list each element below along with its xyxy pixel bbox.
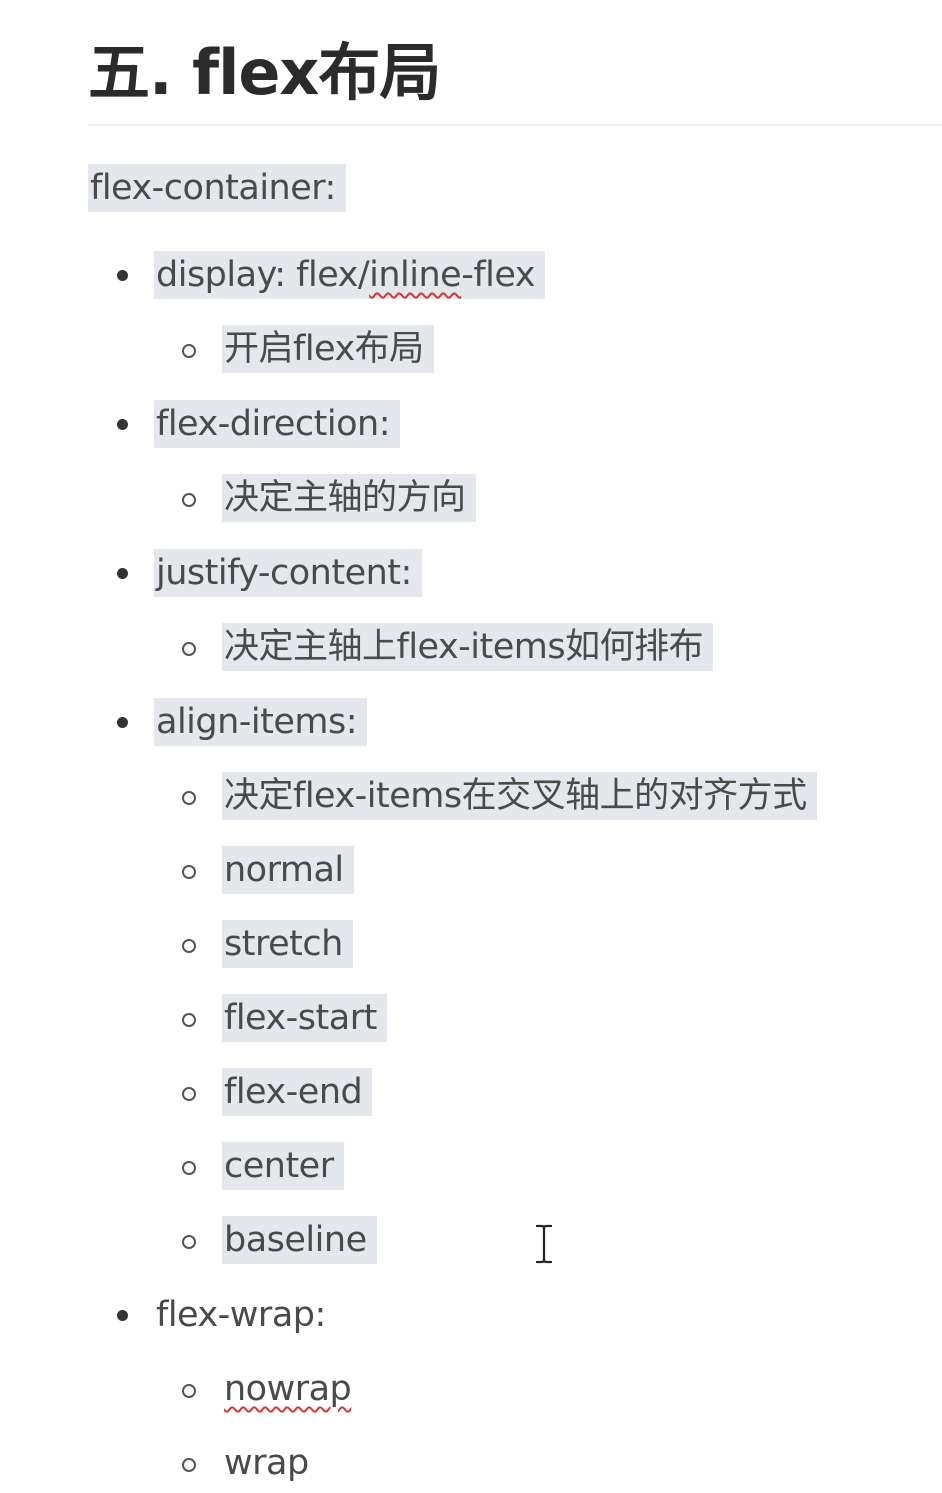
bullet-circle-icon: [182, 1235, 196, 1249]
bullet-disc-icon: [117, 270, 128, 281]
sub-list-item[interactable]: flex-start: [222, 994, 387, 1042]
bullet-disc-icon: [117, 568, 128, 579]
sub-list-item[interactable]: flex-end: [222, 1068, 373, 1116]
list-item-label: justify-content:: [154, 549, 422, 597]
bullet-circle-icon: [182, 1458, 196, 1472]
bullet-disc-icon: [117, 1310, 128, 1321]
text-cursor-icon: [535, 1224, 553, 1264]
sub-list-item[interactable]: normal: [222, 846, 354, 894]
bullet-circle-icon: [182, 493, 196, 507]
heading-divider: [88, 124, 942, 126]
bullet-circle-icon: [182, 1087, 196, 1101]
list-item-align-items[interactable]: align-items:: [154, 698, 368, 746]
sub-list-item[interactable]: nowrap: [222, 1365, 361, 1413]
sub-list-item-label: stretch: [222, 920, 353, 968]
misspelled-word[interactable]: inline: [369, 255, 462, 295]
sub-list-item[interactable]: 决定flex-items在交叉轴上的对齐方式: [222, 772, 817, 820]
container-label: flex-container:: [88, 164, 346, 212]
bullet-circle-icon: [182, 1161, 196, 1175]
sub-list-item[interactable]: 决定主轴的方向: [222, 474, 476, 522]
sub-list-item-label: flex-start: [222, 994, 387, 1042]
bullet-circle-icon: [182, 939, 196, 953]
sub-list-item-label: 决定flex-items在交叉轴上的对齐方式: [222, 772, 817, 820]
sub-list-item-label: wrap: [224, 1443, 309, 1483]
sub-list-item-label: center: [222, 1142, 344, 1190]
sub-list-item-label: nowrap: [224, 1369, 352, 1409]
bullet-disc-icon: [117, 419, 128, 430]
list-item-flex-direction[interactable]: flex-direction:: [154, 400, 400, 448]
list-item-label: flex-direction:: [154, 400, 400, 448]
bullet-circle-icon: [182, 344, 196, 358]
sub-list-item-label: flex-end: [222, 1068, 373, 1116]
bullet-circle-icon: [182, 791, 196, 805]
bullet-circle-icon: [182, 1013, 196, 1027]
sub-list-item[interactable]: baseline: [222, 1216, 377, 1264]
sub-list-item-label: 决定主轴上flex-items如何排布: [222, 623, 714, 671]
sub-list-item[interactable]: center: [222, 1142, 344, 1190]
list-item-label: display: flex/inline-flex: [154, 251, 546, 299]
sub-list-item-label: 决定主轴的方向: [222, 474, 476, 522]
sub-list-item-label: baseline: [222, 1216, 377, 1264]
sub-list-item[interactable]: 开启flex布局: [222, 325, 434, 373]
list-item-label: align-items:: [154, 698, 368, 746]
bullet-circle-icon: [182, 865, 196, 879]
sub-list-item[interactable]: stretch: [222, 920, 353, 968]
sub-list-item-label: 开启flex布局: [222, 325, 434, 373]
list-item-label: flex-wrap:: [156, 1295, 326, 1335]
list-item-flex-wrap[interactable]: flex-wrap:: [154, 1291, 336, 1339]
sub-list-item[interactable]: wrap: [222, 1439, 319, 1487]
section-heading: 五. flex布局: [88, 36, 441, 109]
bullet-circle-icon: [182, 1384, 196, 1398]
bullet-disc-icon: [117, 717, 128, 728]
sub-list-item[interactable]: 决定主轴上flex-items如何排布: [222, 623, 714, 671]
list-item-display[interactable]: display: flex/inline-flex: [154, 251, 546, 299]
container-label-line[interactable]: flex-container:: [88, 164, 346, 212]
list-item-justify-content[interactable]: justify-content:: [154, 549, 422, 597]
sub-list-item-label: normal: [222, 846, 354, 894]
bullet-circle-icon: [182, 642, 196, 656]
